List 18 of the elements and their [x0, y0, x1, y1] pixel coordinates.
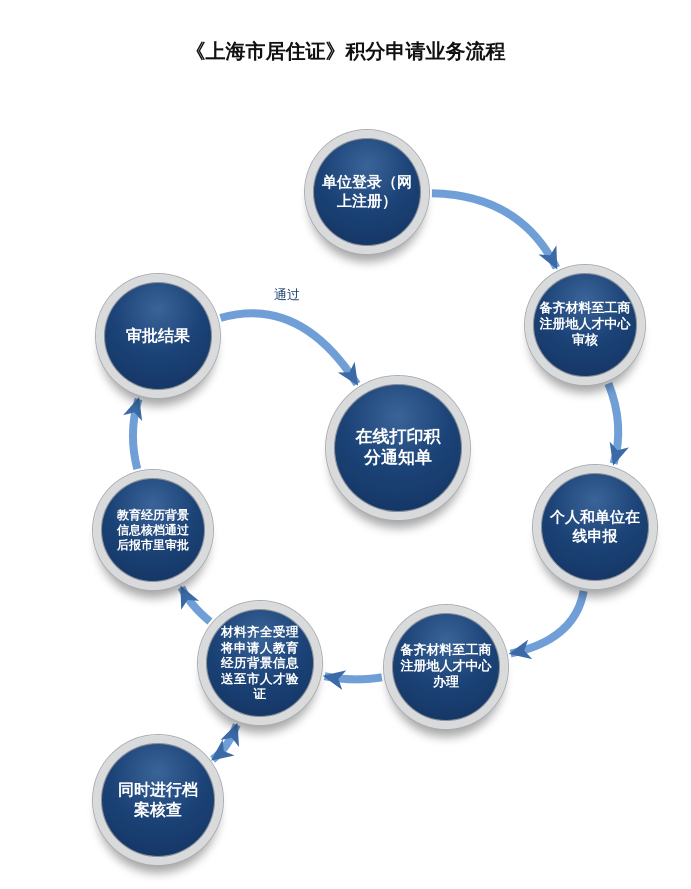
step-text: 教育经历背景信息核档通过后报市里审批 — [116, 508, 190, 552]
curved-arrow — [210, 722, 240, 763]
curved-arrow — [123, 397, 143, 470]
curved-arrow — [220, 309, 360, 386]
diagram-title: 《上海市居住证》积分申请业务流程 — [184, 38, 506, 65]
curved-arrow — [322, 670, 382, 690]
step-text: 同时进行档案核查 — [117, 780, 199, 820]
step-text: 备齐材料至工商注册地人才中心办理 — [399, 642, 493, 692]
step-text: 个人和单位在线申报 — [548, 508, 641, 546]
step-text: 备齐材料至工商注册地人才中心审核 — [538, 300, 632, 350]
curved-arrow — [178, 586, 213, 625]
step-text: 单位登录（网上注册） — [321, 173, 413, 211]
curved-arrow — [508, 590, 588, 659]
step-text: 在线打印积分通知单 — [354, 426, 442, 470]
step-text: 审批结果 — [125, 326, 191, 346]
curved-arrow — [432, 189, 560, 270]
curved-arrow — [604, 382, 628, 466]
step-text: 材料齐全受理将申请人教育经历背景信息送至市人才验证 — [220, 624, 300, 702]
